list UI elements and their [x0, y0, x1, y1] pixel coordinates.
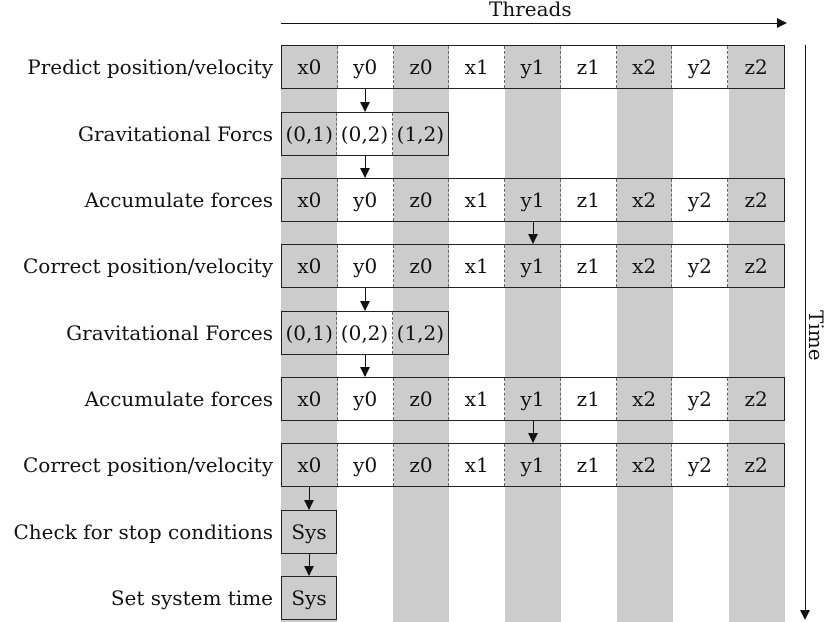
cell: x0	[282, 444, 338, 486]
threads-axis-label: Threads	[489, 0, 572, 21]
cell: x2	[616, 378, 673, 420]
cell: z2	[728, 245, 785, 287]
dependency-arrow	[360, 156, 370, 178]
dependency-arrow	[304, 554, 314, 576]
thread-column-shade-z2	[729, 45, 785, 622]
cell: z2	[728, 444, 785, 486]
row-gravitational-box: (0,1) (0,2) (1,2)	[281, 112, 449, 156]
thread-column-shade-y1	[505, 45, 561, 622]
cell: y2	[672, 378, 729, 420]
threads-axis-arrow	[281, 18, 787, 28]
cell: z1	[560, 444, 617, 486]
cell: (1,2)	[392, 113, 449, 155]
cell: x0	[282, 179, 338, 221]
cell: y1	[505, 179, 561, 221]
cell: y0	[337, 378, 394, 420]
row-label-check-stop: Check for stop conditions	[13, 520, 273, 544]
dependency-arrow	[360, 355, 370, 377]
cell: y0	[337, 46, 394, 88]
cell: x1	[449, 245, 506, 287]
dependency-arrow	[360, 288, 370, 311]
cell: z1	[560, 245, 617, 287]
time-axis-arrow	[800, 45, 810, 620]
cell: z0	[393, 444, 450, 486]
cell: y0	[337, 444, 394, 486]
cell: z2	[728, 179, 785, 221]
cell: x1	[449, 444, 506, 486]
cell: x2	[616, 444, 673, 486]
cell: y0	[337, 179, 394, 221]
dependency-arrow	[528, 421, 538, 443]
cell: z2	[728, 46, 785, 88]
cell: (0,2)	[337, 312, 393, 354]
row-label-accumulate: Accumulate forces	[84, 188, 273, 212]
cell: x0	[282, 46, 338, 88]
row-gravitational-box: (0,1) (0,2) (1,2)	[281, 311, 449, 355]
thread-column-shade-x2	[617, 45, 673, 622]
cell: x1	[449, 179, 506, 221]
cell: y1	[505, 46, 561, 88]
time-axis-label: Time	[804, 310, 828, 361]
cell: z1	[560, 46, 617, 88]
row-label-gravitational: Gravitational Forcs	[78, 122, 273, 146]
cell: x2	[616, 245, 673, 287]
cell: x1	[449, 378, 506, 420]
row-label-predict: Predict position/velocity	[27, 55, 273, 79]
cell: y0	[337, 245, 394, 287]
cell: z1	[560, 378, 617, 420]
cell: z0	[393, 46, 450, 88]
cell: z0	[393, 179, 450, 221]
cell: x1	[449, 46, 506, 88]
cell: y1	[505, 444, 561, 486]
row-label-set-time: Set system time	[110, 586, 273, 610]
cell: y2	[672, 444, 729, 486]
row-correct-box: x0 y0 z0 x1 y1 z1 x2 y2 z2	[281, 443, 785, 487]
cell: y1	[505, 245, 561, 287]
cell: y2	[672, 46, 729, 88]
row-set-time-box: Sys	[281, 576, 337, 620]
cell: z0	[393, 245, 450, 287]
cell: x0	[282, 378, 338, 420]
cell: x2	[616, 179, 673, 221]
row-accumulate-box: x0 y0 z0 x1 y1 z1 x2 y2 z2	[281, 377, 785, 421]
cell: (0,2)	[337, 113, 393, 155]
cell: (0,1)	[282, 312, 338, 354]
row-label-correct: Correct position/velocity	[23, 453, 273, 477]
cell: y1	[505, 378, 561, 420]
row-correct-box: x0 y0 z0 x1 y1 z1 x2 y2 z2	[281, 244, 785, 288]
row-label-accumulate: Accumulate forces	[84, 387, 273, 411]
dependency-arrow	[360, 89, 370, 112]
row-predict-box: x0 y0 z0 x1 y1 z1 x2 y2 z2	[281, 45, 785, 89]
cell: y2	[672, 179, 729, 221]
dependency-arrow	[528, 222, 538, 244]
cell: z1	[560, 179, 617, 221]
row-label-gravitational: Gravitational Forces	[66, 321, 273, 345]
cell: Sys	[282, 511, 336, 553]
cell: y2	[672, 245, 729, 287]
cell: Sys	[282, 577, 336, 619]
cell: (0,1)	[282, 113, 338, 155]
row-accumulate-box: x0 y0 z0 x1 y1 z1 x2 y2 z2	[281, 178, 785, 222]
cell: (1,2)	[392, 312, 449, 354]
dependency-arrow	[304, 487, 314, 510]
cell: z2	[728, 378, 785, 420]
cell: x0	[282, 245, 338, 287]
cell: z0	[393, 378, 450, 420]
row-check-stop-box: Sys	[281, 510, 337, 554]
row-label-correct: Correct position/velocity	[23, 254, 273, 278]
cell: x2	[616, 46, 673, 88]
